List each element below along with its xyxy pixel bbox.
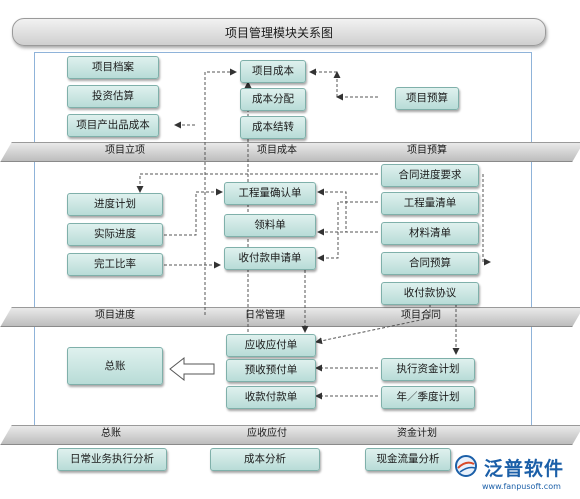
- bill-of-quantities-box[interactable]: 工程量清单: [381, 192, 479, 215]
- material-list-box[interactable]: 材料清单: [381, 222, 479, 245]
- cost-carryover-box[interactable]: 成本结转: [240, 116, 306, 139]
- diagram-title: 项目管理模块关系图: [12, 18, 546, 46]
- project-budget-box[interactable]: 项目预算: [395, 87, 459, 110]
- cost-analysis-box[interactable]: 成本分析: [210, 448, 320, 471]
- actual-progress-box[interactable]: 实际进度: [67, 223, 163, 246]
- annual-quarterly-plan-box[interactable]: 年／季度计划: [381, 386, 475, 409]
- band-label-fund-plan: 资金计划: [397, 428, 437, 439]
- band-label-project-budget: 项目预算: [407, 145, 447, 156]
- payment-request-box[interactable]: 收付款申请单: [224, 247, 316, 270]
- receipt-payment-box[interactable]: 收款付款单: [226, 386, 316, 409]
- completion-ratio-box[interactable]: 完工比率: [67, 253, 163, 276]
- general-ledger-box[interactable]: 总账: [67, 347, 163, 385]
- progress-plan-box[interactable]: 进度计划: [67, 193, 163, 216]
- band-label-project-cost: 项目成本: [257, 145, 297, 156]
- band-label-receivable-payable: 应收应付: [247, 428, 287, 439]
- fund-plan-execution-box[interactable]: 执行资金计划: [381, 358, 475, 381]
- investment-estimate-box[interactable]: 投资估算: [67, 85, 159, 108]
- receivable-payable-box[interactable]: 应收应付单: [226, 334, 316, 357]
- band-label-daily-management: 日常管理: [245, 310, 285, 321]
- globe-logo-icon: [455, 455, 477, 477]
- band-label-project-contract: 项目合同: [401, 310, 441, 321]
- material-requisition-box[interactable]: 领料单: [224, 214, 316, 237]
- contract-progress-req-box[interactable]: 合同进度要求: [381, 164, 479, 187]
- cost-allocation-box[interactable]: 成本分配: [240, 88, 306, 111]
- payment-agreement-box[interactable]: 收付款协议: [381, 282, 479, 305]
- advance-receipt-box[interactable]: 预收预付单: [226, 359, 316, 382]
- contract-budget-box[interactable]: 合同预算: [381, 252, 479, 275]
- brand-name: 泛普软件: [484, 458, 565, 480]
- brand-url: www.fanpusoft.com: [482, 482, 561, 491]
- band-label-project-initiation: 项目立项: [105, 145, 145, 156]
- project-cost-box[interactable]: 项目成本: [240, 60, 306, 83]
- band-label-general-ledger: 总账: [101, 428, 121, 439]
- project-output-cost-box[interactable]: 项目产出品成本: [67, 114, 159, 137]
- project-archive-box[interactable]: 项目档案: [67, 56, 159, 79]
- brand-logo: 泛普软件 www.fanpusoft.com: [452, 448, 576, 496]
- quantity-confirmation-box[interactable]: 工程量确认单: [224, 182, 316, 205]
- cash-flow-analysis-box[interactable]: 现金流量分析: [365, 448, 451, 471]
- daily-business-analysis-box[interactable]: 日常业务执行分析: [57, 448, 167, 471]
- band-label-project-progress: 项目进度: [95, 310, 135, 321]
